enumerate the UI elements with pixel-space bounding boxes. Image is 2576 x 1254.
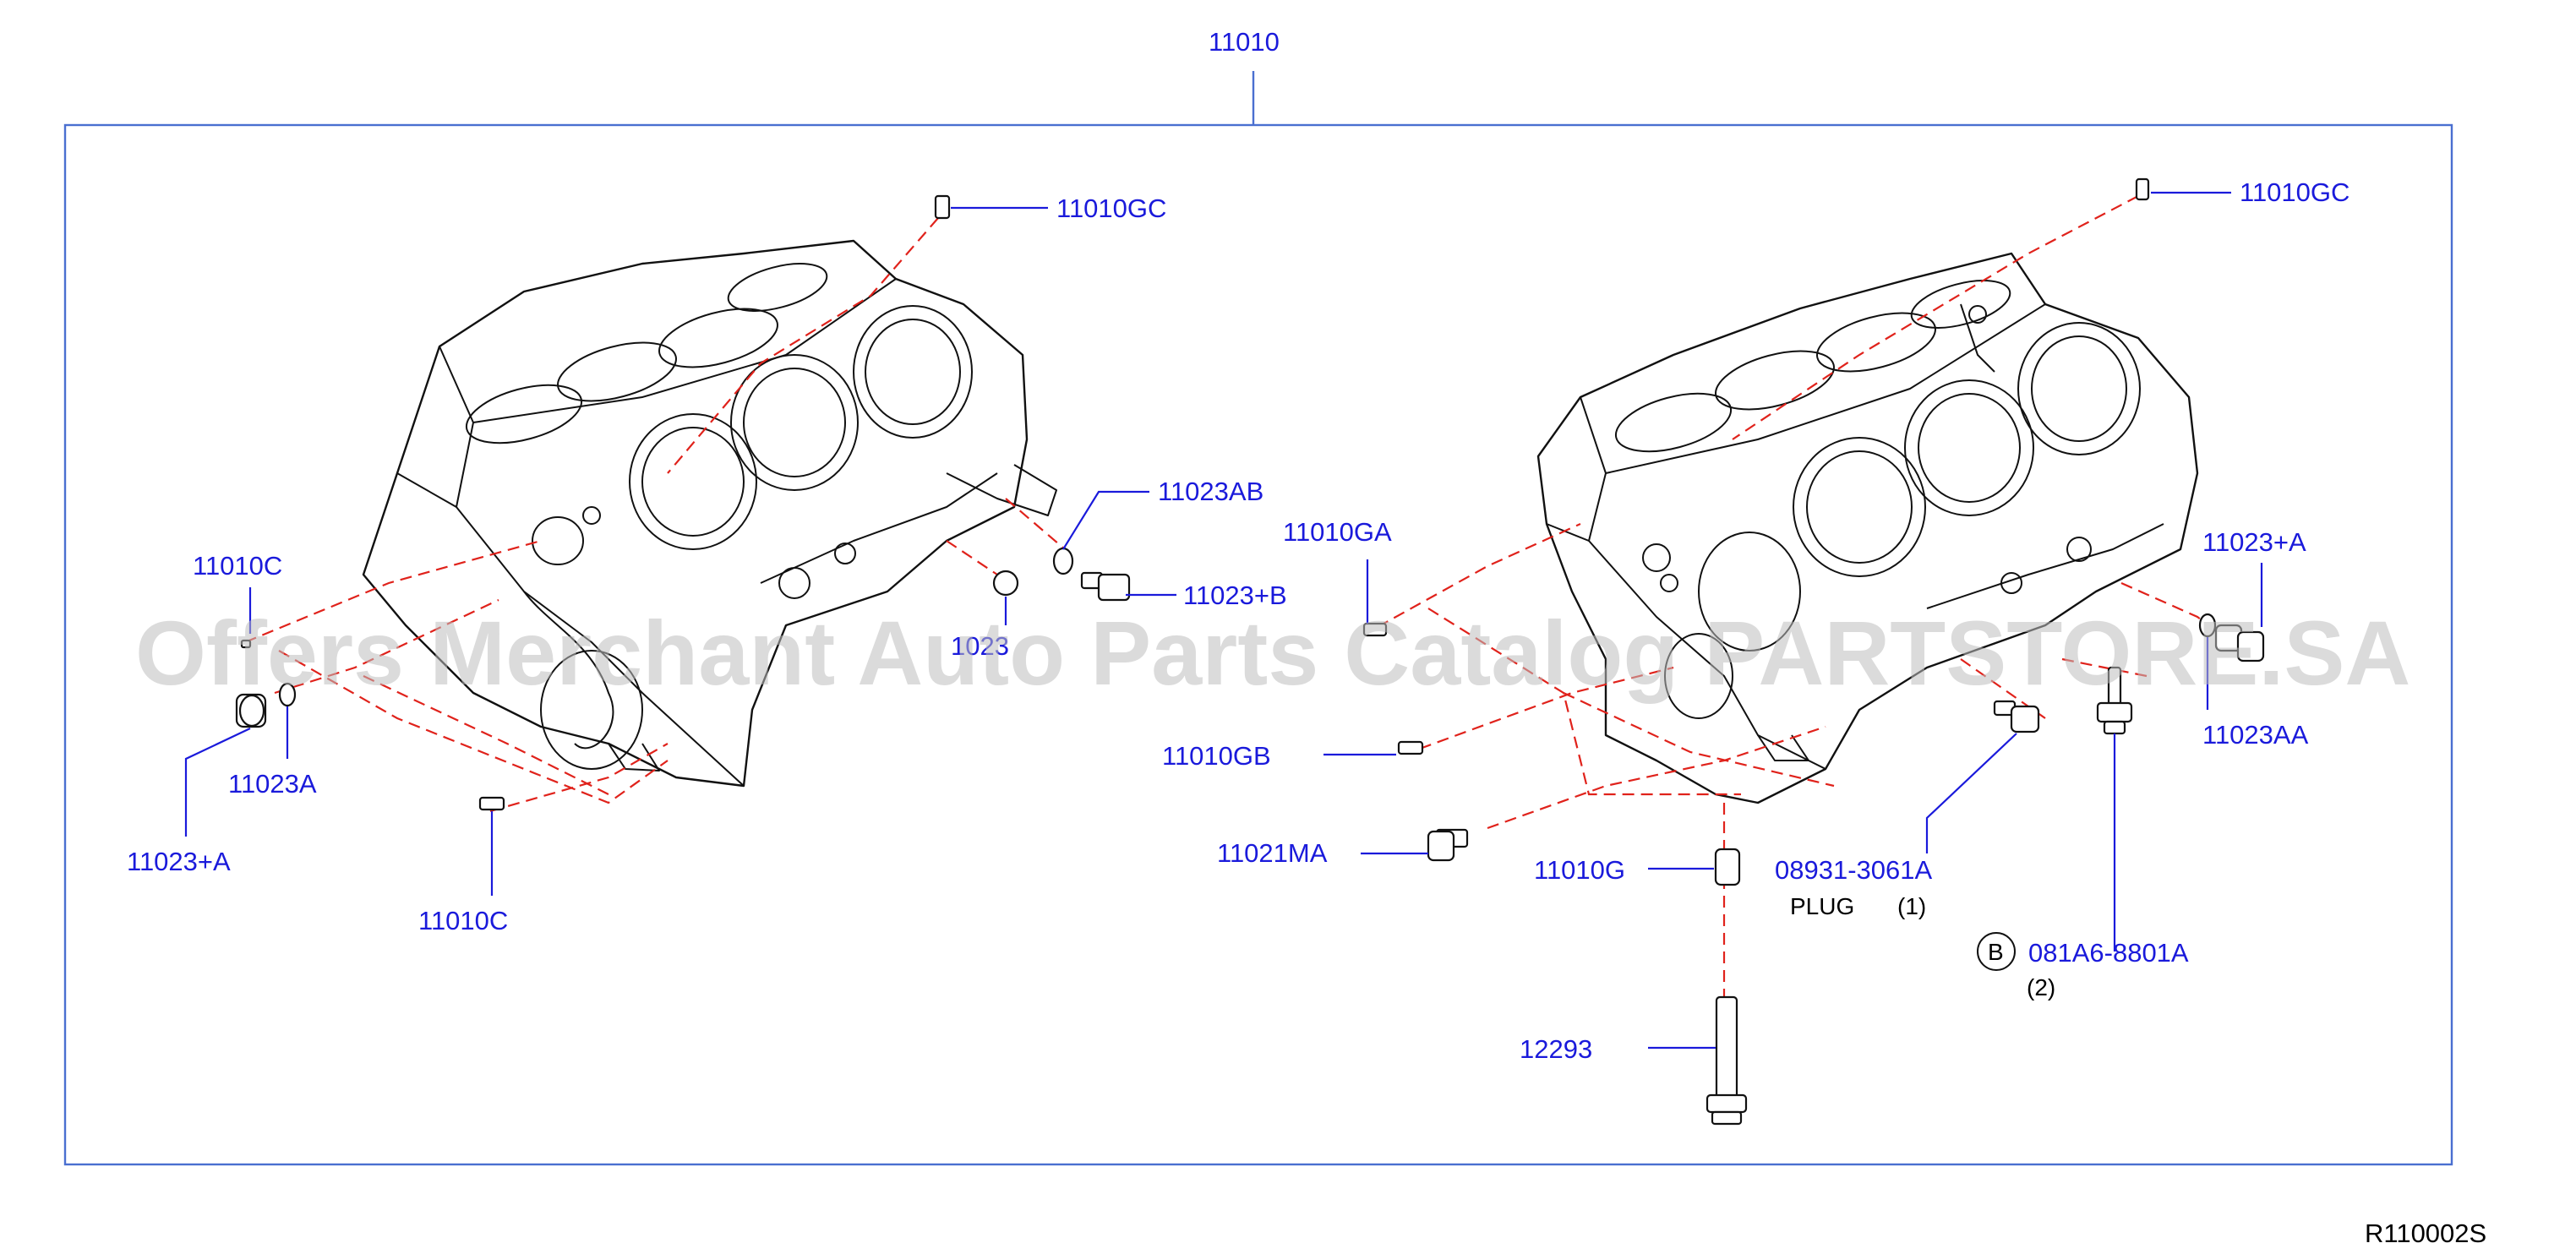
label-left-11010c-lower[interactable]: 11010C	[418, 906, 508, 935]
dowel-pin-11010c-upper[interactable]	[240, 639, 252, 649]
right-cylinder-block	[1536, 252, 2199, 804]
dowel-pin-11010gc-left[interactable]	[934, 194, 951, 220]
washer-11023aa[interactable]	[2198, 613, 2217, 638]
watermark-text: Offers Merchant Auto Parts Catalog PARTS…	[135, 602, 2410, 704]
label-right-11021ma[interactable]: 11021MA	[1217, 838, 1328, 868]
left-dash-leaders	[244, 217, 1066, 813]
dowel-pin-11010c-lower[interactable]	[478, 796, 505, 811]
plug-08931-3061a[interactable]	[1993, 700, 2040, 733]
label-left-1023[interactable]: 1023	[951, 631, 1009, 661]
label-left-11023-plus-a[interactable]: 11023+A	[127, 847, 231, 876]
label-bolt-qty: (2)	[2027, 974, 2055, 1000]
washer-11023ab-left[interactable]	[1052, 547, 1074, 575]
label-plug-name: PLUG	[1790, 893, 1854, 919]
bolt-11023b-left[interactable]	[1080, 571, 1131, 602]
bolt-11021ma[interactable]	[1427, 828, 1469, 862]
bolt-11023-plus-a-right[interactable]	[2214, 624, 2265, 662]
label-left-11023ab[interactable]: 11023AB	[1158, 477, 1263, 506]
bolt-badge-circle	[1977, 932, 2016, 971]
right-label-leaders	[1323, 191, 2263, 1050]
label-left-11023a[interactable]: 11023A	[228, 769, 317, 799]
figure-code: R110002S	[2365, 1219, 2486, 1248]
stud-12293[interactable]	[1706, 995, 1748, 1126]
label-plug-qty: (1)	[1897, 893, 1926, 919]
label-plug-code[interactable]: 08931-3061A	[1775, 855, 1932, 885]
label-right-11010gc[interactable]: 11010GC	[2240, 177, 2350, 207]
label-right-11023-plus-a[interactable]: 11023+A	[2202, 527, 2306, 557]
label-right-11010g[interactable]: 11010G	[1534, 855, 1625, 885]
label-left-11023b[interactable]: 11023+B	[1183, 581, 1287, 610]
label-right-12293[interactable]: 12293	[1520, 1034, 1592, 1064]
label-right-11010gb[interactable]: 11010GB	[1162, 741, 1271, 771]
right-small-parts	[1362, 177, 2265, 1126]
stud-081a6-8801a[interactable]	[2096, 666, 2133, 735]
left-small-parts	[235, 194, 1131, 811]
dowel-pin-11010ga[interactable]	[1362, 622, 1388, 637]
label-right-11023aa[interactable]: 11023AA	[2202, 720, 2309, 750]
dowel-pin-11010gb[interactable]	[1397, 740, 1424, 755]
assembly-frame	[63, 123, 2453, 1166]
bolt-badge-letter: B	[1988, 939, 2004, 965]
plug-11023a-left[interactable]	[235, 693, 267, 728]
assembly-label[interactable]: 11010	[1209, 27, 1280, 57]
washer-11023a-left[interactable]	[278, 682, 297, 707]
label-left-11010gc[interactable]: 11010GC	[1056, 194, 1166, 223]
dowel-11010g[interactable]	[1714, 848, 1741, 886]
left-label-leaders	[184, 206, 1176, 896]
plug-1023-left[interactable]	[992, 570, 1019, 597]
label-bolt-code[interactable]: 081A6-8801A	[2028, 938, 2189, 968]
label-left-11010c-upper[interactable]: 11010C	[193, 551, 282, 581]
label-right-11010ga[interactable]: 11010GA	[1283, 517, 1392, 547]
left-cylinder-block	[362, 239, 1057, 788]
dowel-pin-11010gc-right[interactable]	[2135, 177, 2150, 201]
